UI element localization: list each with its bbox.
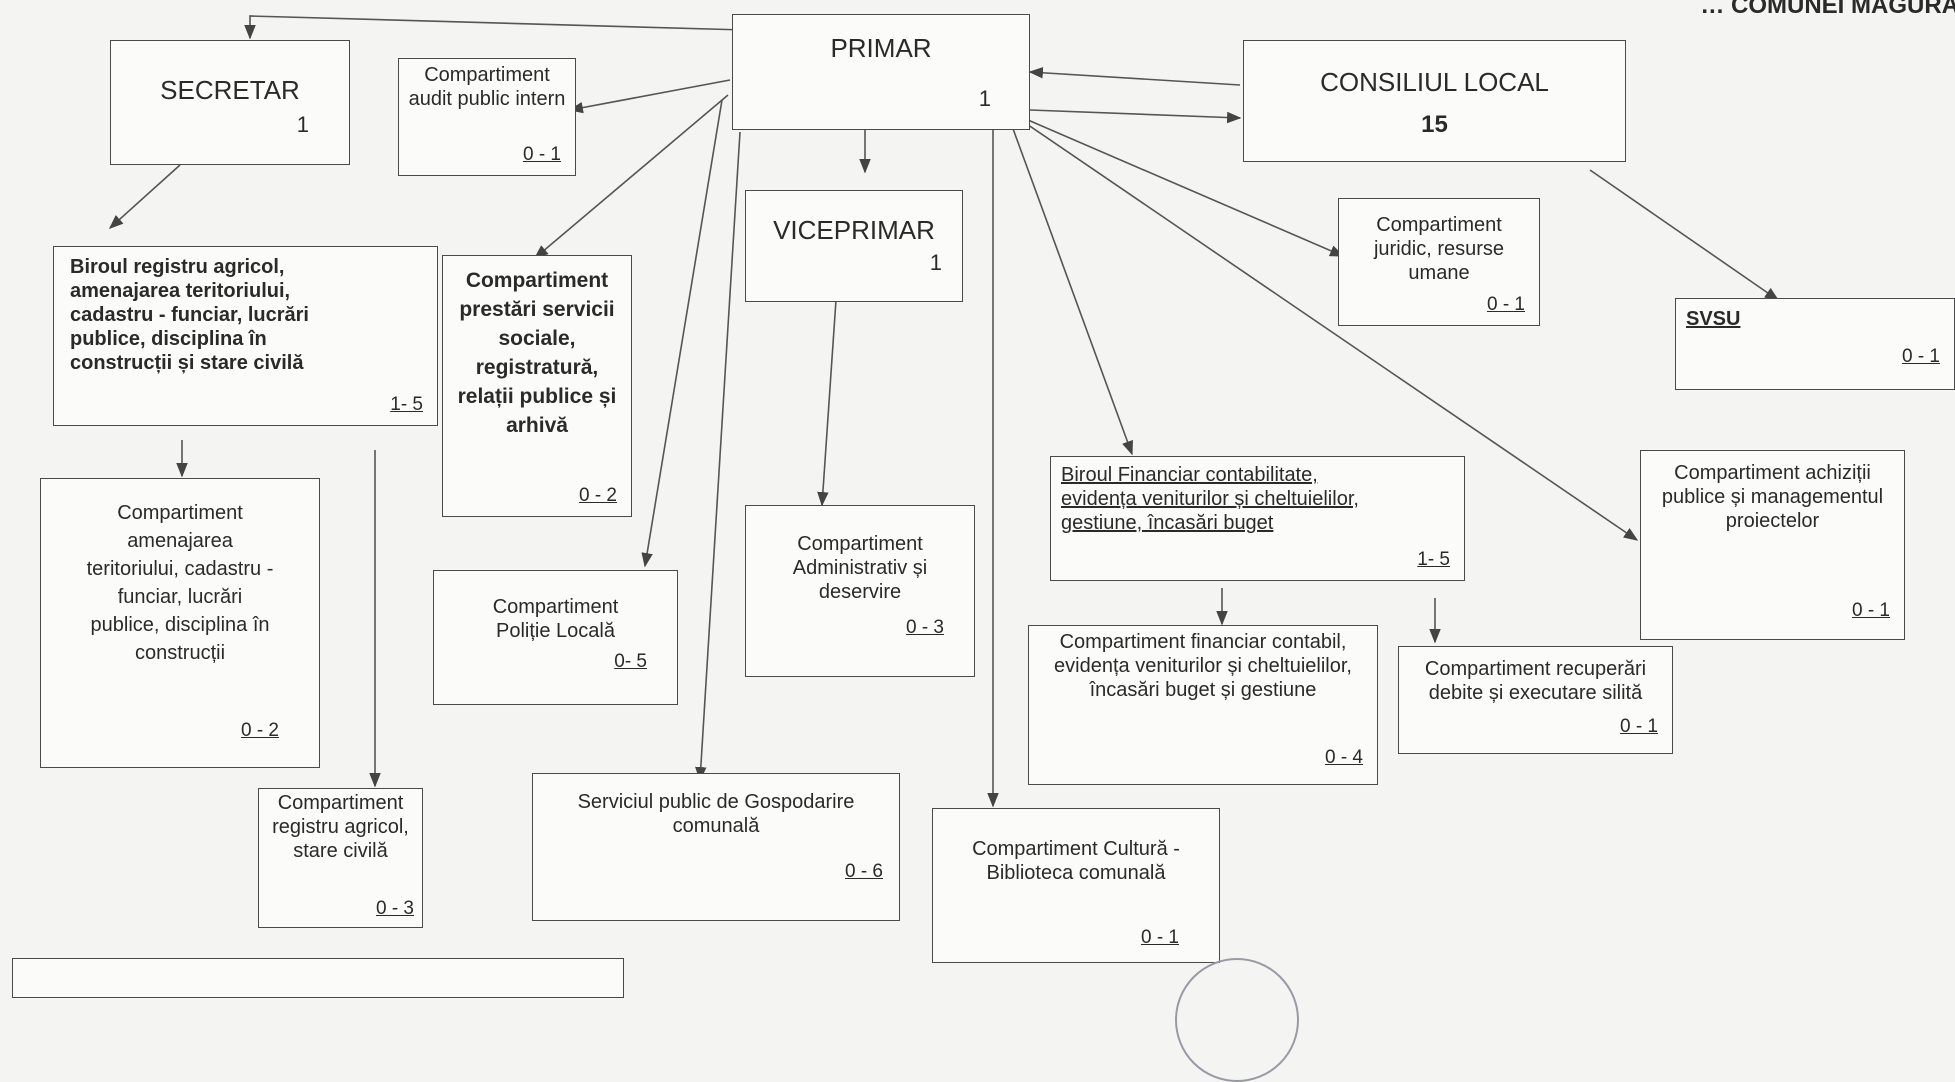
juridic-title: Compartiment juridic, resurse umane: [1373, 214, 1505, 284]
svsu-box: SVSU 0 - 1: [1675, 298, 1955, 390]
document-header-fragment: … COMUNEI MĂGURA: [1700, 0, 1955, 19]
financiar-contabil-box: Compartiment financiar contabil, evidenț…: [1028, 625, 1378, 785]
primar-title: PRIMAR: [830, 33, 932, 63]
biroul-financiar-count: 1- 5: [1417, 549, 1450, 570]
administrativ-box: Compartiment Administrativ și deservire …: [745, 505, 975, 677]
birou-registru-agricol-box: Biroul registru agricol, amenajarea teri…: [53, 246, 438, 426]
financiar-contabil-title: Compartiment financiar contabil, evidenț…: [1054, 631, 1352, 701]
viceprimar-title: VICEPRIMAR: [773, 215, 935, 245]
politie-locala-box: Compartiment Poliție Locală 0- 5: [433, 570, 678, 705]
secretar-box: SECRETAR 1: [110, 40, 350, 165]
gospodarire-box: Serviciul public de Gospodarire comunală…: [532, 773, 900, 921]
stamp-seal: [1175, 958, 1299, 1082]
connector-primar-audit: [568, 79, 731, 114]
prestari-servicii-count: 0 - 2: [578, 485, 617, 506]
cultura-count: 0 - 1: [1140, 927, 1179, 948]
consiliu-local-count: 15: [1421, 111, 1448, 138]
connector-primar-achizitii: [1017, 117, 1639, 541]
viceprimar-box: VICEPRIMAR 1: [745, 190, 963, 302]
audit-box: Compartiment audit public intern 0 - 1: [398, 58, 576, 176]
amenajarea-count: 0 - 2: [240, 720, 279, 741]
connector-primar-secretar: [244, 15, 746, 40]
consiliu-local-box: CONSILIUL LOCAL 15: [1243, 40, 1626, 162]
svsu-title: SVSU: [1686, 308, 1741, 330]
recuperari-title: Compartiment recuperări debite și execut…: [1424, 658, 1647, 704]
secretar-count: 1: [296, 112, 309, 137]
cultura-box: Compartiment Cultură - Biblioteca comuna…: [932, 808, 1220, 963]
svsu-count: 0 - 1: [1901, 346, 1940, 367]
gospodarire-title: Serviciul public de Gospodarire comunală: [577, 791, 855, 837]
amenajarea-box: Compartiment amenajarea teritoriului, ca…: [40, 478, 320, 768]
org-chart-connectors: [108, 15, 1780, 808]
prestari-servicii-title: Compartiment prestări servicii sociale, …: [457, 269, 617, 437]
registru-agricol-count: 0 - 3: [375, 898, 414, 919]
connector-consiliu-svsu: [1589, 169, 1780, 301]
registru-agricol-box: Compartiment registru agricol, stare civ…: [258, 788, 423, 928]
biroul-financiar-title: Biroul Financiar contabilitate, evidența…: [1061, 464, 1359, 534]
gospodarire-count: 0 - 6: [844, 861, 883, 882]
biroul-financiar-box: Biroul Financiar contabilitate, evidența…: [1050, 456, 1465, 581]
secretar-title: SECRETAR: [160, 75, 300, 105]
connector-secretar-birou: [108, 164, 181, 229]
connector-consiliu-primar: [1028, 67, 1241, 86]
birou-registru-agricol-count: 1- 5: [390, 394, 423, 415]
achizitii-count: 0 - 1: [1851, 600, 1890, 621]
connector-vice-administrativ: [817, 299, 837, 507]
viceprimar-count: 1: [929, 250, 942, 275]
connector-primar-politie: [641, 99, 723, 568]
connector-primar-juridic: [1027, 119, 1345, 257]
achizitii-box: Compartiment achiziții publice și manage…: [1640, 450, 1905, 640]
recuperari-box: Compartiment recuperări debite și execut…: [1398, 646, 1673, 754]
financiar-contabil-count: 0 - 4: [1324, 747, 1363, 768]
politie-locala-count: 0- 5: [614, 651, 647, 672]
connector-primar-consiliu: [1029, 109, 1242, 124]
audit-title: Compartiment audit public intern: [408, 64, 566, 110]
administrativ-title: Compartiment Administrativ și deservire: [792, 533, 928, 603]
cultura-title: Compartiment Cultură - Biblioteca comuna…: [972, 838, 1180, 884]
prestari-servicii-box: Compartiment prestări servicii sociale, …: [442, 255, 632, 517]
consiliu-local-title: CONSILIUL LOCAL: [1320, 67, 1549, 97]
birou-registru-agricol-title: Biroul registru agricol, amenajarea teri…: [70, 256, 309, 374]
primar-count: 1: [978, 86, 991, 111]
achizitii-title: Compartiment achiziții publice și manage…: [1661, 462, 1884, 532]
politie-locala-title: Compartiment Poliție Locală: [492, 596, 619, 642]
connector-primar-birou-financiar: [1011, 125, 1133, 456]
audit-count: 0 - 1: [522, 144, 561, 165]
primar-box: PRIMAR 1: [732, 14, 1030, 130]
administrativ-count: 0 - 3: [905, 617, 944, 638]
connector-primar-gospodarire: [695, 131, 741, 782]
registru-agricol-title: Compartiment registru agricol, stare civ…: [272, 792, 409, 862]
amenajarea-title: Compartiment amenajarea teritoriului, ca…: [86, 502, 274, 664]
juridic-box: Compartiment juridic, resurse umane 0 - …: [1338, 198, 1540, 326]
juridic-count: 0 - 1: [1486, 294, 1525, 315]
recuperari-count: 0 - 1: [1619, 716, 1658, 737]
connector-primar-prestari: [533, 94, 729, 259]
partial-box-bottom-left: [12, 958, 624, 998]
